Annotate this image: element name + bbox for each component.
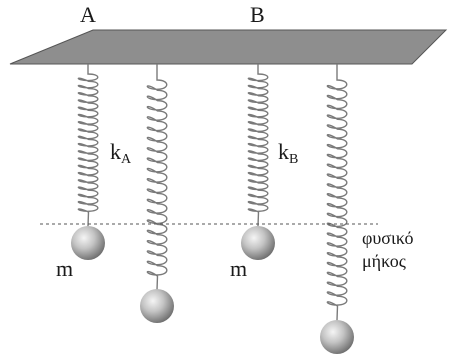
ceiling-plate — [9, 29, 448, 65]
spring-a — [77, 64, 99, 227]
label-spring-b: B — [250, 2, 265, 27]
mass-b-stretched — [320, 320, 354, 354]
label-mass-b: m — [230, 256, 247, 281]
label-k-b-main: k — [278, 139, 289, 164]
spring-b-stretched — [326, 64, 348, 321]
label-k-a-main: k — [110, 139, 121, 164]
label-mass-a: m — [56, 256, 73, 281]
label-natural-length-2: μήκος — [362, 251, 406, 271]
spring-a-coil — [77, 64, 99, 227]
label-k-b: kB — [278, 139, 298, 167]
label-spring-a: A — [80, 2, 96, 27]
label-k-b-sub: B — [289, 152, 298, 167]
mass-a-stretched — [140, 289, 174, 323]
spring-a-stretched — [146, 64, 168, 291]
label-natural-length-1: φυσικό — [362, 228, 414, 248]
mass-b — [241, 226, 275, 260]
spring-b-coil — [247, 64, 269, 227]
mass-a — [71, 226, 105, 260]
label-k-a: kA — [110, 139, 132, 167]
spring-b — [247, 64, 269, 227]
label-k-a-sub: A — [121, 152, 132, 167]
spring-b-stretched-coil — [326, 64, 348, 321]
spring-a-stretched-coil — [146, 64, 168, 291]
